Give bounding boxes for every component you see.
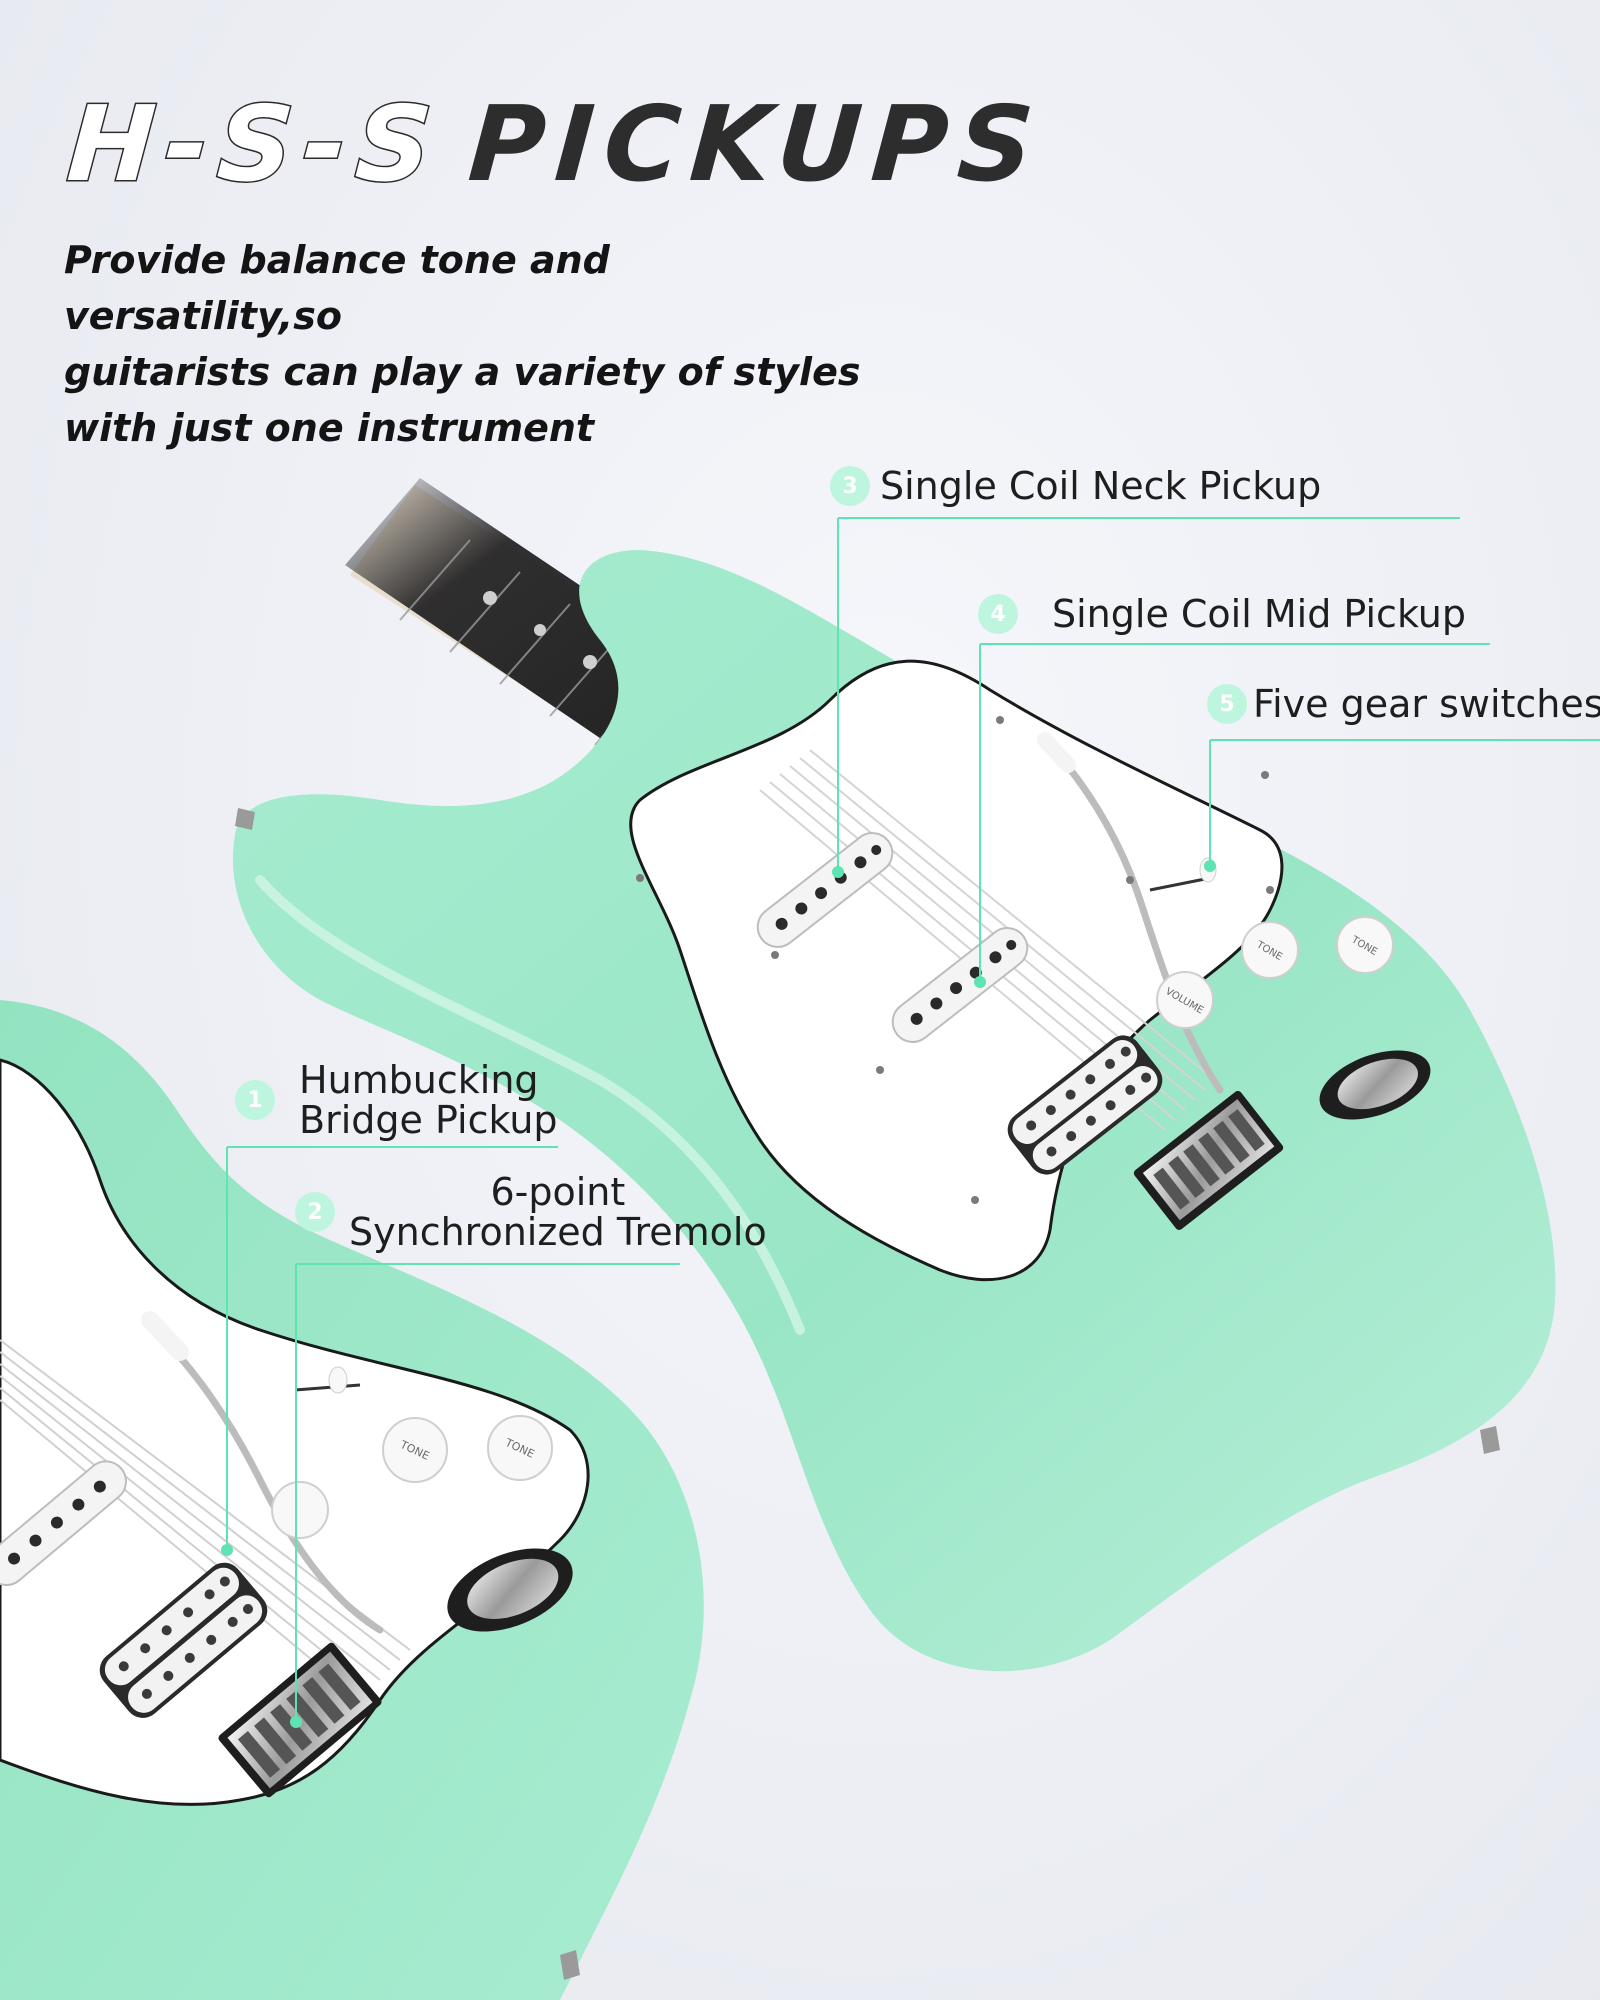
subtitle-line-2: guitarists can play a variety of styles bbox=[64, 350, 861, 394]
output-jack bbox=[1319, 1050, 1431, 1120]
callout-4-label: Single Coil Mid Pickup bbox=[1052, 592, 1466, 636]
callout-1-label: Humbucking Bridge Pickup bbox=[299, 1060, 558, 1140]
callout-5-label: Five gear switches bbox=[1253, 682, 1600, 726]
middle-pickup bbox=[891, 927, 1029, 1043]
callout-2-label-line-1: 6-point bbox=[490, 1170, 626, 1214]
strap-button-top bbox=[235, 808, 255, 830]
callout-neck-pickup: 3 Single Coil Neck Pickup bbox=[830, 466, 1321, 506]
callout-humbucking-bridge-pickup: 1 Humbucking Bridge Pickup bbox=[235, 1060, 558, 1140]
callout-mid-pickup: 4 Single Coil Mid Pickup bbox=[978, 594, 1466, 634]
main-guitar: VOLUME TONE TONE bbox=[232, 478, 1556, 1672]
callout-5-badge: 5 bbox=[1207, 684, 1247, 724]
secondary-pickguard bbox=[0, 1058, 590, 1806]
tone-knob-2: TONE bbox=[1336, 916, 1394, 974]
callout-3-badge: 3 bbox=[830, 466, 870, 506]
title-solid-part: PICKUPS bbox=[464, 83, 1048, 205]
callout-2-label-line-2: Synchronized Tremolo bbox=[349, 1210, 767, 1254]
title-outlined-part: H-S-S bbox=[62, 82, 447, 207]
tone-knob-1: TONE bbox=[1241, 921, 1299, 979]
subtitle: Provide balance tone and versatility,so … bbox=[64, 232, 884, 456]
callout-5-leader bbox=[1209, 739, 1600, 868]
callout-3-leader bbox=[837, 517, 1460, 870]
secondary-guitar: TONE TONE bbox=[0, 1000, 704, 2000]
strap-button-bottom bbox=[1480, 1426, 1500, 1454]
tremolo-bridge bbox=[1133, 1090, 1284, 1230]
callout-five-way-switch: 5 Five gear switches bbox=[1207, 684, 1600, 724]
tremolo-arm bbox=[1046, 741, 1224, 1094]
subtitle-line-1: Provide balance tone and versatility,so bbox=[64, 238, 610, 338]
callout-2-label: 6-point Synchronized Tremolo bbox=[349, 1172, 767, 1252]
callout-synchronized-tremolo: 2 6-point Synchronized Tremolo bbox=[295, 1172, 767, 1252]
callout-1-label-line-1: Humbucking bbox=[299, 1058, 539, 1102]
callout-4-badge: 4 bbox=[978, 594, 1018, 634]
callout-1-label-line-2: Bridge Pickup bbox=[299, 1098, 558, 1142]
callout-2-badge: 2 bbox=[295, 1192, 335, 1232]
callout-1-badge: 1 bbox=[235, 1080, 275, 1120]
subtitle-line-3: with just one instrument bbox=[64, 406, 595, 450]
callout-2-leader bbox=[295, 1263, 680, 1720]
callout-1-leader bbox=[226, 1146, 558, 1548]
callout-3-label: Single Coil Neck Pickup bbox=[880, 464, 1322, 508]
callout-4-leader bbox=[979, 643, 1490, 980]
bridge-humbucker bbox=[1007, 1035, 1163, 1175]
neck-pickup bbox=[756, 832, 894, 948]
volume-knob: VOLUME bbox=[1156, 971, 1214, 1029]
